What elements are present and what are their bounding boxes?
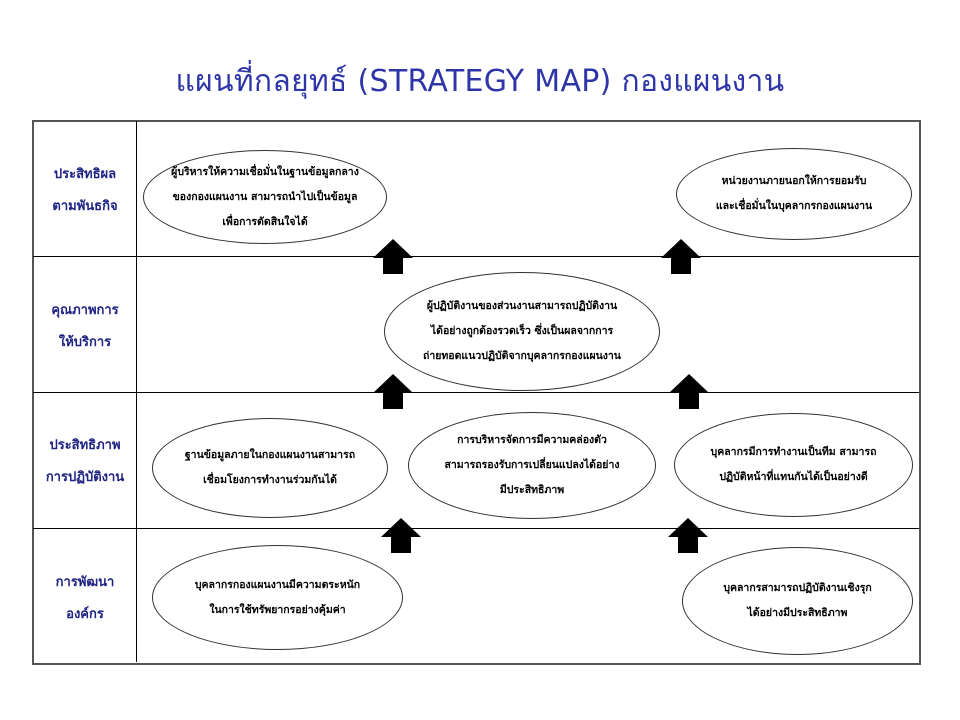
objective-text-line: และเชื่อมั่นในบุคลากรกองแผนงาน [715, 200, 873, 212]
objective-text-line: ฐานข้อมูลภายในกองแผนงานสามารถ [184, 449, 356, 461]
objective-oval: ฐานข้อมูลภายในกองแผนงานสามารถ เชื่อมโยงก… [152, 418, 388, 518]
perspective-label-line: คุณภาพการ [51, 303, 119, 318]
row-divider [33, 528, 919, 529]
objective-oval: บุคลากรมีการทำงานเป็นทีม สามารถ ปฏิบัติห… [674, 413, 913, 517]
perspective-label-line: การปฏิบัติงาน [45, 470, 125, 485]
arrow-up-icon [373, 239, 413, 274]
objective-oval: บุคลากรกองแผนงานมีความตระหนัก ในการใช้ทร… [152, 545, 403, 650]
objective-text-line: ผู้ปฏิบัติงานของส่วนงานสามารถปฏิบัติงาน [426, 300, 618, 312]
perspective-organization-development: การพัฒนา องค์กร [34, 567, 136, 631]
perspective-label-line: การพัฒนา [55, 575, 115, 590]
objective-text-line: การบริหารจัดการมีความคล่องตัว [457, 434, 607, 446]
page-title: แผนที่กลยุทธ์ (STRATEGY MAP) กองแผนงาน [175, 64, 785, 99]
perspective-label-line: ให้บริการ [58, 335, 112, 350]
row-divider [33, 392, 919, 393]
column-divider [136, 121, 137, 662]
objective-text-line: เชื่อมโยงการทำงานร่วมกันได้ [203, 474, 337, 486]
objective-text-line: ถ่ายทอดแนวปฏิบัติจากบุคลากรกองแผนงาน [422, 350, 621, 362]
objective-oval: หน่วยงานภายนอกให้การยอมรับ และเชื่อมั่นใ… [676, 148, 912, 240]
arrow-up-icon [669, 374, 709, 409]
objective-text-line: ได้อย่างถูกต้องรวดเร็ว ซึ่งเป็นผลจากการ [430, 325, 614, 337]
perspective-service-quality: คุณภาพการ ให้บริการ [34, 295, 136, 359]
perspective-label-line: ประสิทธิภาพ [49, 438, 121, 453]
objective-text-line: บุคลากรสามารถปฏิบัติงานเชิงรุก [723, 582, 872, 594]
objective-text-line: มีประสิทธิภาพ [499, 484, 565, 496]
arrow-up-icon [668, 518, 708, 553]
perspective-effectiveness: ประสิทธิผล ตามพันธกิจ [34, 159, 136, 223]
objective-oval: ผู้ปฏิบัติงานของส่วนงานสามารถปฏิบัติงาน … [384, 272, 660, 391]
objective-oval: ผู้บริหารให้ความเชื่อมั่นในฐานข้อมูลกลาง… [143, 150, 387, 244]
objective-text-line: บุคลากรกองแผนงานมีความตระหนัก [194, 578, 361, 591]
perspective-label-line: ประสิทธิผล [53, 167, 117, 182]
arrow-up-icon [661, 239, 701, 274]
objective-text-line: ของกองแผนงาน สามารถนำไปเป็นข้อมูล [172, 190, 358, 203]
objective-text-line: ในการใช้ทรัพยากรอย่างคุ้มค่า [209, 603, 346, 616]
perspective-label-line: องค์กร [66, 607, 104, 622]
objective-oval: บุคลากรสามารถปฏิบัติงานเชิงรุก ได้อย่างม… [682, 547, 913, 655]
perspective-operational-efficiency: ประสิทธิภาพ การปฏิบัติงาน [34, 430, 136, 494]
objective-text-line: ได้อย่างมีประสิทธิภาพ [747, 607, 848, 619]
objective-text-line: ปฏิบัติหน้าที่แทนกันได้เป็นอย่างดี [719, 471, 868, 483]
objective-text-line: บุคลากรมีการทำงานเป็นทีม สามารถ [710, 446, 877, 458]
row-divider [33, 256, 919, 257]
objective-text-line: สามารถรองรับการเปลี่ยนแปลงได้อย่าง [444, 459, 620, 471]
objective-text-line: หน่วยงานภายนอกให้การยอมรับ [721, 175, 867, 187]
objective-text-line: เพื่อการตัดสินใจได้ [222, 215, 308, 228]
arrow-up-icon [373, 374, 413, 409]
arrow-up-icon [381, 518, 421, 553]
perspective-label-line: ตามพันธกิจ [52, 199, 118, 214]
objective-text-line: ผู้บริหารให้ความเชื่อมั่นในฐานข้อมูลกลาง [171, 165, 359, 178]
objective-oval: การบริหารจัดการมีความคล่องตัว สามารถรองร… [408, 412, 656, 519]
